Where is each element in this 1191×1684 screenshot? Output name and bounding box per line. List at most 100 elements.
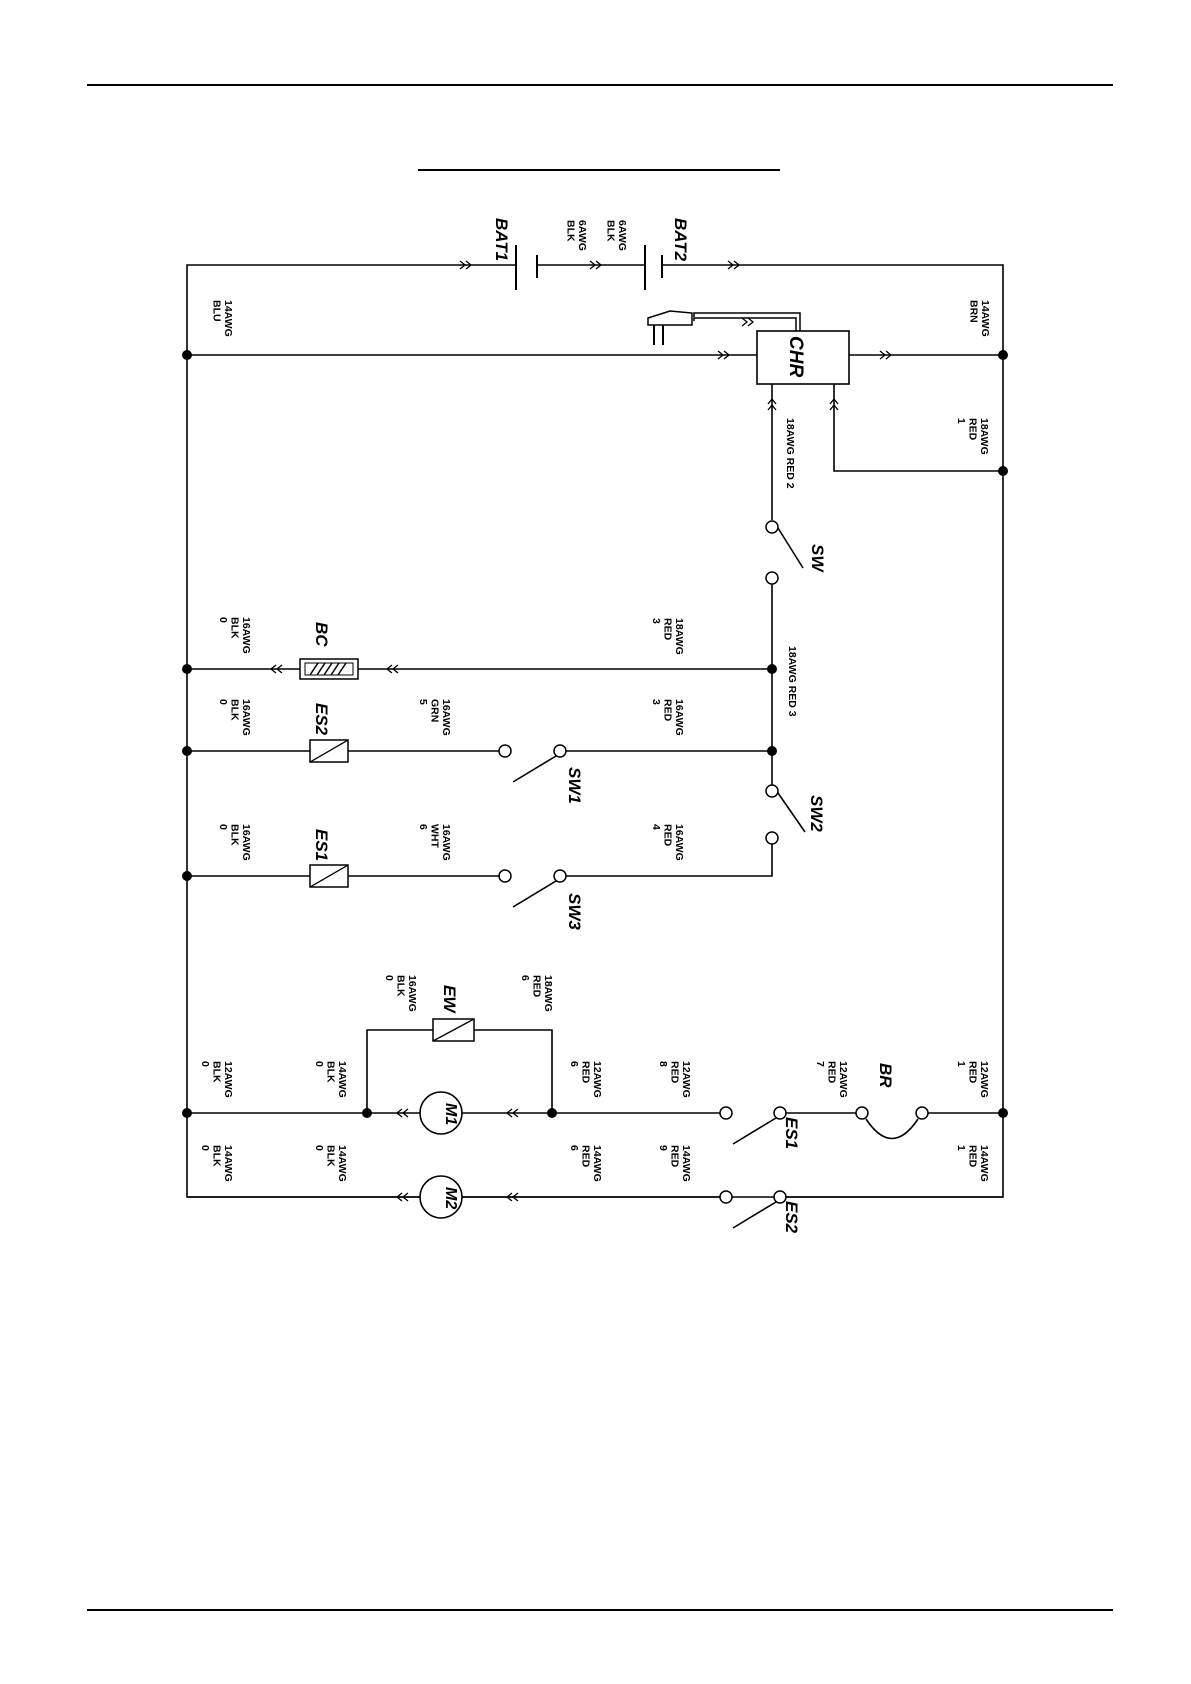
wire-label-line: 5 bbox=[417, 699, 429, 705]
wire-label-line: 4 bbox=[650, 824, 662, 830]
wire-label-line: 16AWG bbox=[440, 824, 452, 861]
switch-sw-icon bbox=[765, 520, 804, 585]
wire-label-line: 18AWG RED 2 bbox=[784, 418, 796, 489]
wire-label-line: 0 bbox=[199, 1061, 211, 1067]
wire-label-m2-blk0-mid: 14AWGBLK0 bbox=[313, 1145, 348, 1182]
component-label-sw3: SW3 bbox=[565, 893, 584, 930]
wire-label-line: 0 bbox=[383, 975, 395, 981]
component-label-chr: CHR bbox=[785, 336, 806, 377]
wire-label-red8: 12AWGRED8 bbox=[657, 1061, 692, 1098]
wire-label-line: RED bbox=[967, 1145, 979, 1168]
wire-label-line: RED bbox=[967, 1061, 979, 1084]
wire-label-line: 1 bbox=[955, 418, 967, 424]
breaker-br-icon bbox=[855, 1106, 929, 1140]
wire-label-line: 0 bbox=[217, 699, 229, 705]
wire-label-line: WHT bbox=[429, 824, 441, 848]
wire-label-line: BLK bbox=[605, 220, 617, 242]
wire-label-line: 9 bbox=[657, 1145, 669, 1151]
wire-label-line: 14AWG bbox=[336, 1145, 348, 1182]
wire-label-line: 0 bbox=[313, 1145, 325, 1151]
wire-label-blk0-es2: 16AWGBLK0 bbox=[217, 699, 252, 736]
wire-label-ew-blk0: 16AWGBLK0 bbox=[383, 975, 418, 1012]
component-label-br: BR bbox=[876, 1063, 895, 1088]
relay-es1-coil-icon bbox=[309, 864, 349, 888]
connector-chevrons bbox=[269, 260, 893, 1202]
wire-label-brn: 14AWGBRN bbox=[968, 300, 992, 337]
wire-label-red3-sw1: 16AWGRED3 bbox=[650, 699, 685, 736]
wire-label-line: 7 bbox=[814, 1061, 826, 1067]
wire-label-line: RED bbox=[662, 618, 674, 641]
wire-label-line: RED bbox=[826, 1061, 838, 1084]
component-label-sw1: SW1 bbox=[565, 767, 584, 804]
wire-label-line: 12AWG bbox=[222, 1061, 234, 1098]
wire-label-m2-blk0-left: 14AWGBLK0 bbox=[199, 1145, 234, 1182]
wire-label-line: 6 bbox=[519, 975, 531, 981]
charger-box bbox=[756, 330, 850, 385]
component-label-m1: M1 bbox=[442, 1103, 459, 1125]
wire-label-line: RED bbox=[531, 975, 543, 998]
junction-dots bbox=[182, 350, 1008, 1118]
wire-label-line: BLK bbox=[229, 699, 241, 721]
wire-label-line: RED bbox=[580, 1061, 592, 1084]
wire-label-line: 0 bbox=[313, 1061, 325, 1067]
switch-sw3-icon bbox=[498, 869, 567, 908]
wire-label-line: BLK bbox=[395, 975, 407, 997]
wire-label-red4: 16AWGRED4 bbox=[650, 824, 685, 861]
wire-label-blu: 14AWGBLU bbox=[211, 300, 235, 337]
wire-label-line: RED bbox=[662, 699, 674, 722]
wire-label-line: 16AWG bbox=[240, 699, 252, 736]
component-labels: BAT1 BAT2 CHR SW BC ES2 SW1 SW2 ES1 SW3 … bbox=[312, 218, 895, 1234]
power-plug-icon bbox=[647, 310, 801, 345]
component-label-bc: BC bbox=[312, 622, 331, 647]
wire-label-m1-blk0-left: 12AWGBLK0 bbox=[199, 1061, 234, 1098]
wire-label-line: 6AWG bbox=[616, 220, 628, 251]
wire-label-grn5: 16AWGGRN5 bbox=[417, 699, 452, 736]
wire-label-red9: 14AWGRED9 bbox=[657, 1145, 692, 1182]
component-label-es1-switch: ES1 bbox=[782, 1117, 801, 1149]
wire-label-line: BLK bbox=[211, 1145, 223, 1167]
wire-label-line: 8 bbox=[657, 1061, 669, 1067]
wire-label-line: RED bbox=[580, 1145, 592, 1168]
wire-label-line: 18AWG RED 3 bbox=[786, 646, 798, 717]
wire-label-line: 12AWG bbox=[837, 1061, 849, 1098]
wire-label-line: RED bbox=[967, 418, 979, 441]
circuit-breaker-bc-icon bbox=[299, 658, 359, 680]
wire-label-line: BLK bbox=[229, 824, 241, 846]
motor-m1-icon bbox=[419, 1091, 463, 1135]
component-label-es1: ES1 bbox=[312, 829, 331, 861]
component-label-ew: EW bbox=[440, 985, 459, 1014]
wire-label-blk0-bc: 16AWGBLK0 bbox=[217, 617, 252, 654]
wire-label-line: 14AWG bbox=[222, 300, 234, 337]
wire-label-red6-m2: 14AWGRED6 bbox=[568, 1145, 603, 1182]
wire-label-line: 0 bbox=[217, 824, 229, 830]
wire-label-line: 14AWG bbox=[680, 1145, 692, 1182]
wire-label-line: BLK bbox=[211, 1061, 223, 1083]
wire-label-line: 12AWG bbox=[680, 1061, 692, 1098]
wire-label-line: RED bbox=[669, 1061, 681, 1084]
wire-label-line: 0 bbox=[217, 617, 229, 623]
motor-m2-icon bbox=[419, 1175, 463, 1219]
wire-label-line: RED bbox=[662, 824, 674, 847]
wire-label-line: 0 bbox=[199, 1145, 211, 1151]
wire-label-line: 1 bbox=[955, 1061, 967, 1067]
contactor-es2-switch-icon bbox=[719, 1190, 787, 1229]
wire-label-line: BLK bbox=[565, 220, 577, 242]
wire-label-m1-red6: 12AWGRED6 bbox=[568, 1061, 603, 1098]
wire-label-line: 14AWG bbox=[978, 1145, 990, 1182]
wire-label-line: 14AWG bbox=[591, 1145, 603, 1182]
wire-label-line: 16AWG bbox=[440, 699, 452, 736]
wire-label-line: BLK bbox=[229, 617, 241, 639]
wire-label-line: 3 bbox=[650, 618, 662, 624]
wire-label-line: 14AWG bbox=[222, 1145, 234, 1182]
wire-label-blk0-es1: 16AWGBLK0 bbox=[217, 824, 252, 861]
wire-label-line: BLK bbox=[325, 1145, 337, 1167]
wire-label-red7: 12AWGRED7 bbox=[814, 1061, 849, 1098]
wire-label-line: 12AWG bbox=[591, 1061, 603, 1098]
battery-bat1-icon bbox=[515, 245, 538, 290]
wire-label-line: 14AWG bbox=[979, 300, 991, 337]
wire-label-bat-blk2: 6AWGBLK bbox=[605, 220, 629, 251]
wire-label-line: RED bbox=[669, 1145, 681, 1168]
